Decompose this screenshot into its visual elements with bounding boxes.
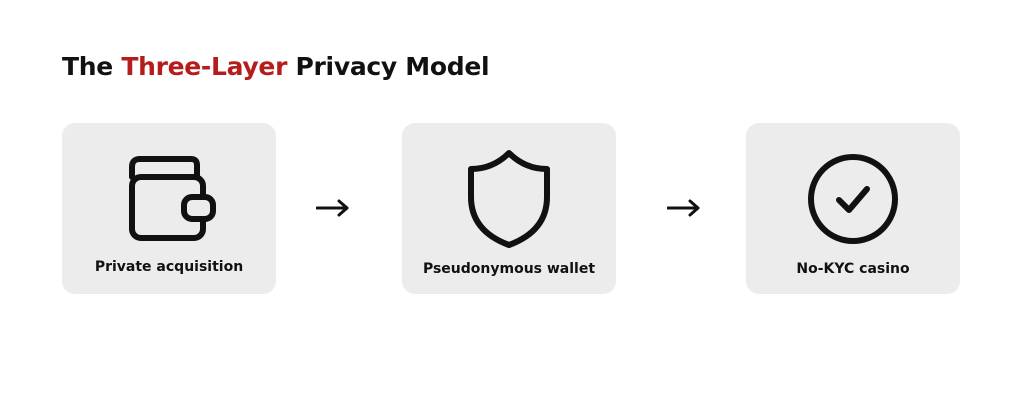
- diagram-title: The Three-Layer Privacy Model: [62, 52, 490, 81]
- title-prefix: The: [62, 52, 122, 81]
- step-label: Private acquisition: [94, 259, 244, 275]
- shield-icon: [402, 147, 616, 251]
- step-label: Pseudonymous wallet: [422, 261, 596, 277]
- check-circle-icon: [746, 151, 960, 247]
- step-card-no-kyc-casino: No-KYC casino: [746, 123, 960, 294]
- step-card-pseudonymous-wallet: Pseudonymous wallet: [402, 123, 616, 294]
- step-label: No-KYC casino: [796, 261, 910, 277]
- arrow-right-icon: [315, 199, 350, 221]
- title-suffix: Privacy Model: [287, 52, 490, 81]
- title-highlight: Three-Layer: [121, 52, 288, 81]
- step-card-private-acquisition: Private acquisition: [62, 123, 276, 294]
- arrow-right-icon: [666, 199, 701, 221]
- wallet-icon: [62, 151, 276, 243]
